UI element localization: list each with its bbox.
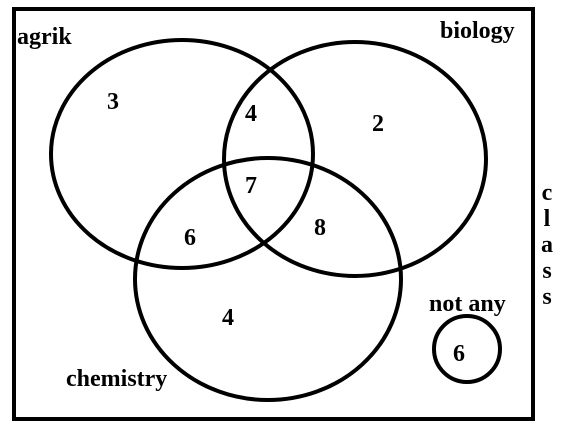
agrik-only-count: 3 <box>107 89 119 115</box>
biology-only-count: 2 <box>372 111 384 137</box>
agrik-label: agrik <box>17 24 72 50</box>
chemistry-only-count: 4 <box>222 305 234 331</box>
not-any-circle <box>432 314 502 384</box>
agrik-circle <box>49 38 315 270</box>
biology-circle <box>222 40 488 278</box>
not-any-label: not any <box>429 291 506 317</box>
agrik-biology-count: 4 <box>245 101 257 127</box>
not-any-count: 6 <box>453 341 465 367</box>
chemistry-circle <box>133 156 403 402</box>
biology-chemistry-count: 8 <box>314 215 326 241</box>
agrik-chemistry-count: 6 <box>184 225 196 251</box>
chemistry-label: chemistry <box>66 366 167 392</box>
all-three-count: 7 <box>245 173 257 199</box>
universe-box <box>12 7 535 421</box>
biology-label: biology <box>440 18 515 44</box>
